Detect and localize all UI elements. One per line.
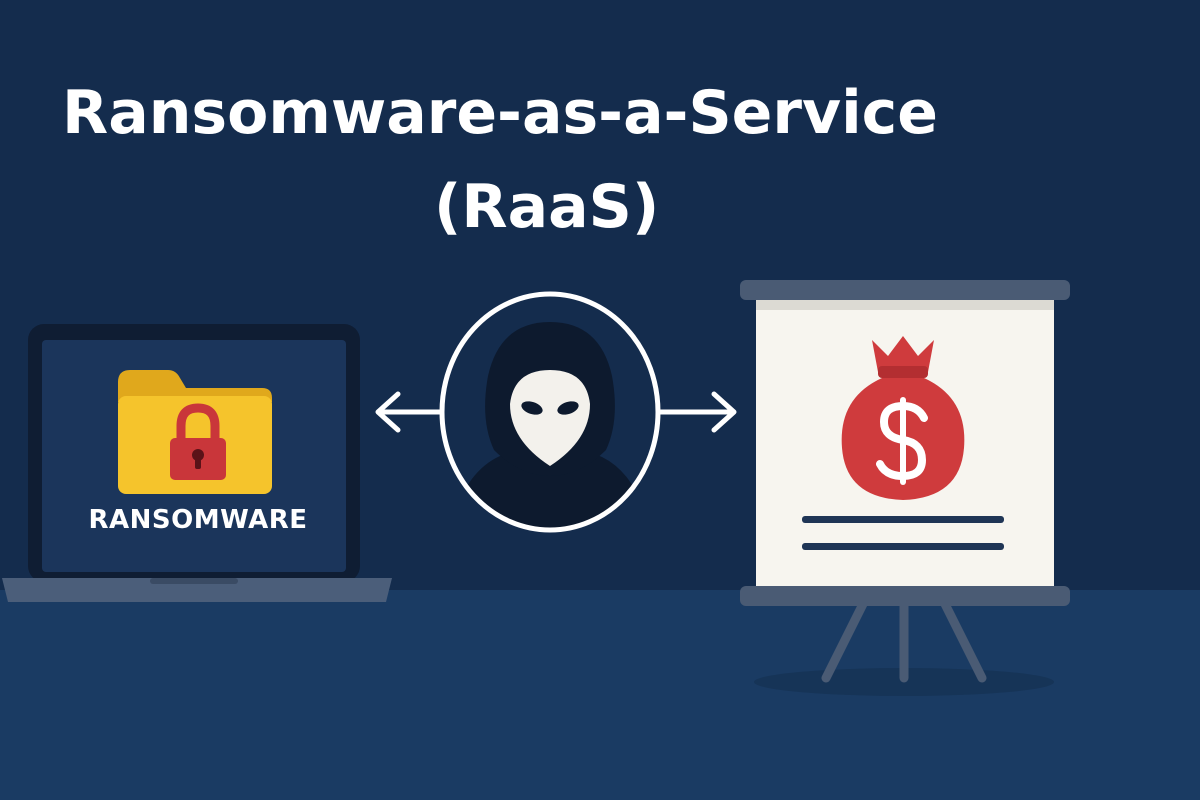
arrow-left-icon (375, 391, 443, 433)
board-bottom-bar (740, 586, 1070, 606)
page-title-line-2: (RaaS) (434, 172, 660, 242)
board-leg-right (939, 597, 987, 683)
hacker-circle-border (439, 291, 661, 533)
page-title-line-1: Ransomware-as-a-Service (62, 78, 938, 148)
keyhole-slot (195, 457, 201, 469)
keyhole (192, 449, 204, 461)
hacker-mask (510, 370, 590, 466)
folder-tab (118, 370, 272, 402)
laptop-notch (150, 578, 238, 584)
hooded-hacker-icon (439, 291, 661, 533)
money-bag-top (872, 336, 934, 372)
hacker-eye-left (521, 401, 543, 415)
money-bag-tie (878, 366, 928, 378)
padlock-icon (170, 403, 226, 480)
money-bag-icon (841, 336, 965, 500)
floor (0, 590, 1200, 800)
text-line-1 (802, 516, 1004, 523)
board-top-bar (740, 280, 1070, 300)
hacker-eye-right (557, 401, 579, 415)
arrow-right-icon (657, 391, 737, 433)
laptop-base (2, 578, 392, 602)
text-line-2 (802, 543, 1004, 550)
board-leg-left (821, 597, 869, 683)
padlock-shackle (176, 403, 220, 440)
dollar-sign-icon (876, 397, 928, 485)
laptop-label: RANSOMWARE (88, 505, 308, 535)
text-lines-icon (802, 516, 1004, 550)
